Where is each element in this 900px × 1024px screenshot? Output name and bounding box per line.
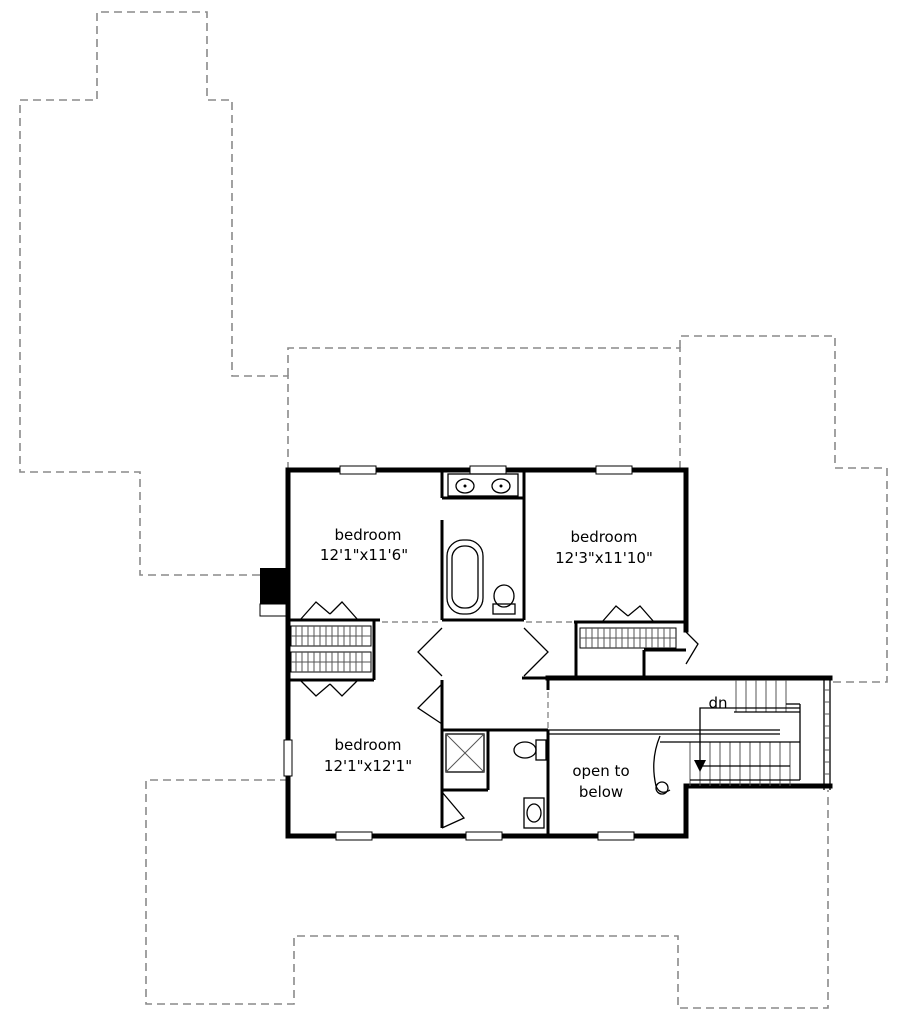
staircase: [548, 680, 801, 795]
room-dims-bedroom-ne: 12'3"x11'10": [555, 549, 653, 567]
shower: [445, 733, 485, 773]
vanity-sinks: [447, 473, 519, 497]
open-to-below-line2: below: [579, 783, 623, 801]
closet-shelving-left-upper: [290, 625, 372, 647]
roof-outline-right: [679, 335, 888, 683]
room-name-bedroom-nw: bedroom: [334, 526, 401, 544]
windows: [283, 465, 635, 841]
chimney-cap: [259, 603, 289, 617]
toilet-upper: [492, 584, 516, 615]
toilet-lower: [513, 739, 547, 761]
closet-doors-left-lower: [299, 679, 359, 697]
closet-shelving-left-lower: [290, 651, 372, 673]
roof-outline-bottom: [145, 779, 829, 1009]
stair-down-label: dn: [708, 694, 727, 712]
room-name-bedroom-sw: bedroom: [334, 736, 401, 754]
sink-lower: [523, 797, 545, 829]
chimney: [260, 568, 288, 604]
open-to-below-line1: open to: [572, 762, 629, 780]
closet-doors-right: [601, 605, 655, 623]
roof-outline-upper-left: [19, 11, 289, 576]
stair-railing: [823, 678, 831, 790]
roof-outline-center: [287, 347, 681, 470]
room-dims-bedroom-sw: 12'1"x12'1": [324, 757, 412, 775]
interior-walls: [288, 470, 686, 836]
bathtub: [446, 539, 484, 615]
closet-shelving-right: [579, 627, 677, 649]
closet-doors-left-upper: [299, 601, 359, 621]
room-name-bedroom-ne: bedroom: [570, 528, 637, 546]
room-dims-bedroom-nw: 12'1"x11'6": [320, 546, 408, 564]
hall-doors: [416, 627, 699, 829]
